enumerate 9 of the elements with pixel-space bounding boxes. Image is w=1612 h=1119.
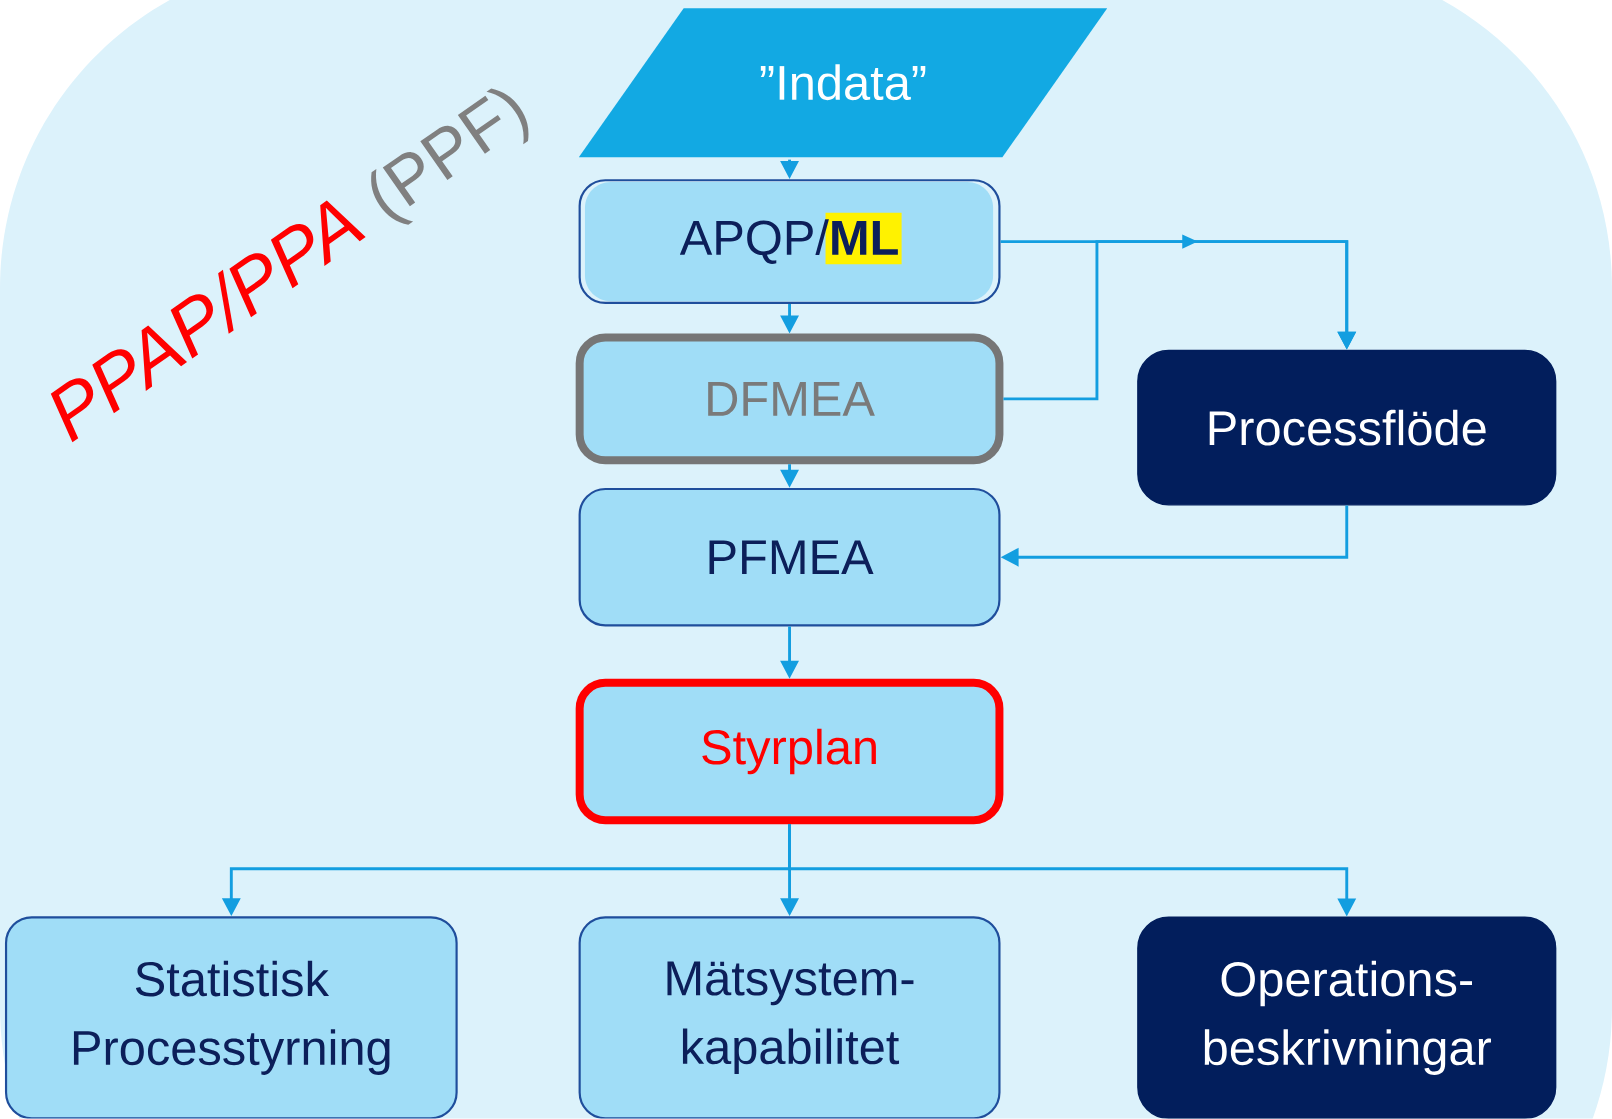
input-parallelogram: ”Indata” [578,8,1108,158]
process-box: DFMEA [575,333,1004,465]
process-box: PFMEA [578,488,1001,627]
process-box: Processflöde [1137,350,1557,506]
process-box: Styrplan [575,679,1004,825]
process-box: Statistisk Processtyrning [4,916,458,1119]
process-box: Operations- beskrivningar [1137,916,1557,1119]
arrow [1003,240,1357,401]
process-box: Mätsystem- kapabilitet [578,916,1001,1119]
